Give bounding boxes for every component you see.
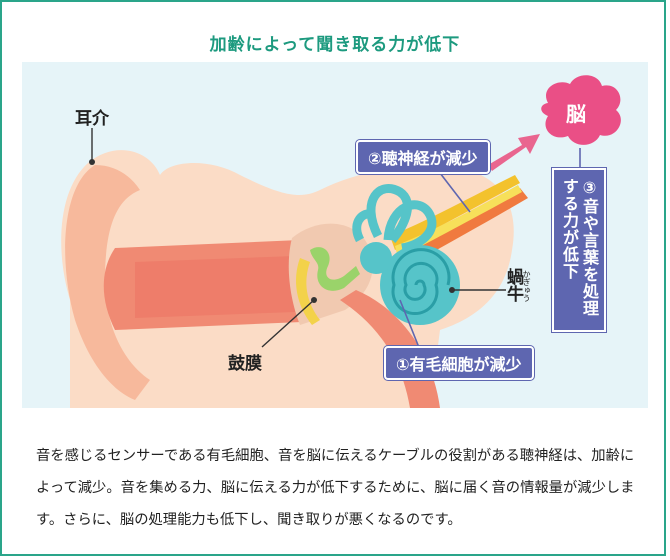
outer-ear-dot — [89, 159, 95, 165]
hair-cells-leader — [399, 299, 421, 351]
eardrum-shape — [296, 258, 320, 325]
brain-cloud — [541, 75, 621, 145]
outer-ear-label: 耳介 — [75, 109, 109, 129]
auditory-nerve-yellow — [390, 175, 520, 250]
brain-processing-callout: ③音や言葉を処理する力が低下 — [552, 168, 606, 332]
hair-cells-callout: ①有毛細胞が減少 — [384, 346, 534, 380]
brain-label: 脳 — [566, 102, 586, 126]
ossicles-shape — [310, 247, 360, 291]
cochlea-spiral — [391, 248, 451, 316]
vestibule — [360, 242, 392, 274]
eardrum-leader — [261, 299, 315, 348]
outer-ear-shape — [65, 165, 150, 400]
auditory-nerve-orange — [400, 188, 528, 265]
eardrum-dot — [311, 297, 317, 303]
cochlea-label: 蝸牛 — [503, 268, 523, 302]
eardrum-label: 鼓膜 — [228, 354, 262, 374]
cochlea-body — [380, 245, 460, 325]
brain-arrow — [488, 134, 540, 171]
description-text: 音を感じるセンサーである有毛細胞、音を脳に伝えるケーブルの役割がある聴神経は、加… — [36, 448, 635, 528]
cochlea-ruby: かぎゅう — [522, 270, 531, 302]
auditory-nerve-callout: ②聴神経が減少 — [356, 140, 490, 174]
page-title: 加齢によって聞き取る力が低下 — [209, 35, 461, 55]
semicircular-canals — [352, 184, 437, 253]
cochlea-dot — [449, 287, 455, 293]
ear-canal-inner — [135, 256, 295, 318]
